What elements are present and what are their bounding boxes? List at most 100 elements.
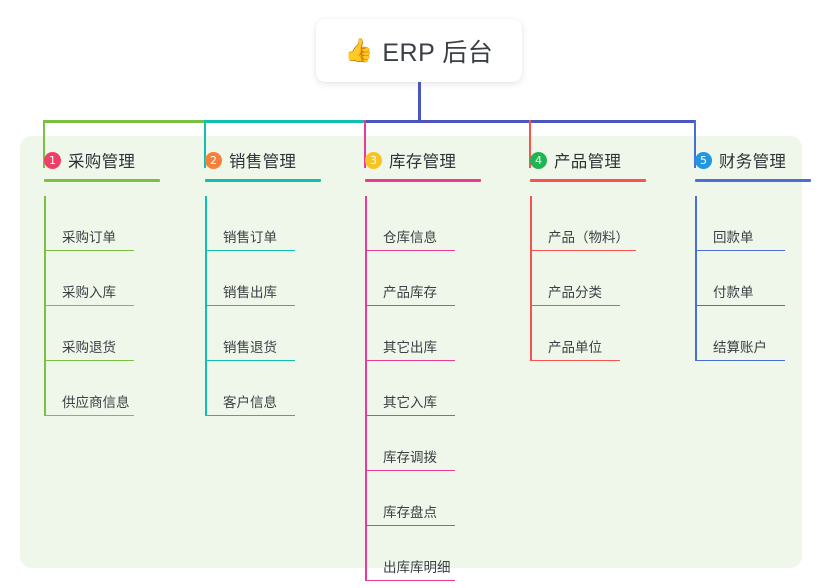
column-trunk-4	[530, 196, 532, 361]
column-header-rule-1	[44, 179, 160, 182]
list-item[interactable]: 出库库明细	[365, 526, 456, 581]
list-item-rule	[695, 249, 785, 251]
list-item-label: 产品分类	[548, 285, 602, 300]
list-item-rule	[44, 304, 134, 306]
root-node-card[interactable]: 👍 ERP 后台	[316, 19, 522, 82]
list-item-rule	[530, 304, 620, 306]
list-item-rule	[530, 359, 620, 361]
list-item-rule	[44, 249, 134, 251]
column-drop-connector-2	[204, 120, 207, 168]
list-item-label: 产品库存	[383, 285, 437, 300]
list-item[interactable]: 产品单位	[530, 306, 621, 361]
list-item-label: 采购入库	[62, 285, 116, 300]
list-item-label: 客户信息	[223, 395, 277, 410]
list-item-rule	[44, 359, 134, 361]
column-4: 4 产品管理产品（物料） 产品分类产品单位	[530, 146, 646, 361]
list-item-label: 产品（物料）	[548, 230, 629, 245]
column-title-1: 采购管理	[68, 153, 136, 171]
list-item-rule	[205, 359, 295, 361]
column-title-3: 库存管理	[389, 153, 457, 171]
list-item-rule	[695, 359, 785, 361]
column-trunk-1	[44, 196, 46, 416]
column-header-rule-3	[365, 179, 481, 182]
list-item[interactable]: 销售退货	[205, 306, 296, 361]
list-item-label: 库存盘点	[383, 505, 437, 520]
root-stem-connector	[417, 82, 421, 123]
column-items-4: 产品（物料） 产品分类产品单位	[530, 196, 636, 361]
column-badge-4: 4	[530, 151, 547, 169]
column-trunk-5	[695, 196, 697, 361]
list-item-rule	[205, 249, 295, 251]
list-item[interactable]: 付款单	[695, 251, 786, 306]
column-drop-connector-4	[529, 120, 532, 168]
list-item-rule	[530, 249, 636, 251]
list-item[interactable]: 采购退货	[44, 306, 135, 361]
list-item[interactable]: 销售出库	[205, 251, 296, 306]
list-item[interactable]: 客户信息	[205, 361, 296, 416]
list-item-rule	[44, 414, 134, 416]
column-header-4[interactable]: 4 产品管理	[530, 146, 646, 182]
column-header-5[interactable]: 5 财务管理	[695, 146, 811, 182]
root-node-title: ERP 后台	[382, 38, 494, 67]
list-item-label: 回款单	[713, 230, 754, 245]
list-item-label: 库存调拨	[383, 450, 437, 465]
column-badge-5: 5	[695, 151, 712, 169]
column-header-3[interactable]: 3 库存管理	[365, 146, 481, 182]
list-item[interactable]: 采购订单	[44, 196, 135, 251]
column-5: 5 财务管理回款单付款单结算账户	[695, 146, 811, 361]
list-item-label: 出库库明细	[383, 560, 451, 575]
list-item[interactable]: 产品（物料）	[530, 196, 636, 251]
list-item[interactable]: 仓库信息	[365, 196, 456, 251]
list-item-rule	[365, 414, 455, 416]
column-badge-3: 3	[365, 151, 382, 169]
list-item-rule	[365, 524, 455, 526]
list-item[interactable]: 产品库存	[365, 251, 456, 306]
list-item[interactable]: 回款单	[695, 196, 786, 251]
list-item-rule	[365, 579, 455, 581]
list-item-rule	[365, 469, 455, 471]
list-item[interactable]: 销售订单	[205, 196, 296, 251]
column-3: 3 库存管理仓库信息产品库存其它出库其它入库库存调拨库存盘点出库库明细	[365, 146, 481, 581]
list-item-label: 其它出库	[383, 340, 437, 355]
list-item-label: 付款单	[713, 285, 754, 300]
list-item-label: 销售退货	[223, 340, 277, 355]
list-item[interactable]: 其它入库	[365, 361, 456, 416]
list-item-label: 产品单位	[548, 340, 602, 355]
list-item-label: 采购退货	[62, 340, 116, 355]
list-item[interactable]: 库存盘点	[365, 471, 456, 526]
column-items-5: 回款单付款单结算账户	[695, 196, 786, 361]
list-item[interactable]: 结算账户	[695, 306, 786, 361]
column-items-3: 仓库信息产品库存其它出库其它入库库存调拨库存盘点出库库明细	[365, 196, 456, 581]
connector-segment-2	[204, 120, 366, 123]
list-item-label: 供应商信息	[62, 395, 130, 410]
list-item[interactable]: 其它出库	[365, 306, 456, 361]
column-header-rule-4	[530, 179, 646, 182]
list-item-label: 销售订单	[223, 230, 277, 245]
column-drop-connector-1	[43, 120, 46, 168]
column-items-2: 销售订单销售出库销售退货客户信息	[205, 196, 296, 416]
list-item-label: 结算账户	[713, 340, 767, 355]
list-item[interactable]: 供应商信息	[44, 361, 135, 416]
list-item[interactable]: 库存调拨	[365, 416, 456, 471]
list-item-rule	[365, 249, 455, 251]
column-trunk-3	[365, 196, 367, 581]
column-header-rule-2	[205, 179, 321, 182]
list-item-rule	[695, 304, 785, 306]
list-item-label: 销售出库	[223, 285, 277, 300]
column-title-5: 财务管理	[719, 153, 787, 171]
list-item-label: 其它入库	[383, 395, 437, 410]
column-header-1[interactable]: 1 采购管理	[44, 146, 160, 182]
list-item[interactable]: 采购入库	[44, 251, 135, 306]
column-drop-connector-5	[694, 120, 697, 168]
column-badge-1: 1	[44, 151, 61, 169]
list-item-rule	[205, 304, 295, 306]
list-item-label: 仓库信息	[383, 230, 437, 245]
connector-segment-1	[43, 120, 206, 123]
column-title-4: 产品管理	[554, 153, 622, 171]
list-item[interactable]: 产品分类	[530, 251, 621, 306]
list-item-rule	[205, 414, 295, 416]
column-header-rule-5	[695, 179, 811, 182]
column-trunk-2	[205, 196, 207, 416]
